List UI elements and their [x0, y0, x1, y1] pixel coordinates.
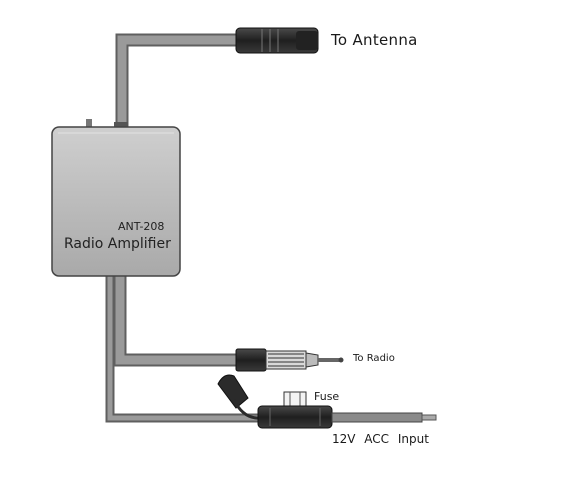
power-input-lead	[331, 412, 437, 423]
radio-cable	[113, 272, 240, 367]
antenna-cable	[115, 33, 240, 128]
amplifier-box	[51, 119, 181, 277]
to-antenna-label: To Antenna	[331, 31, 418, 49]
power-input-label: 12V ACC Input	[332, 432, 429, 446]
antenna-connector-icon	[235, 27, 319, 54]
fuse-holder-icon	[217, 374, 333, 429]
radio-plug-icon	[235, 348, 344, 372]
model-number-label: ANT-208	[118, 220, 165, 233]
device-name-label: Radio Amplifier	[64, 236, 171, 252]
to-radio-label: To Radio	[353, 353, 395, 364]
power-cable	[105, 272, 262, 423]
fuse-label: Fuse	[314, 390, 340, 403]
